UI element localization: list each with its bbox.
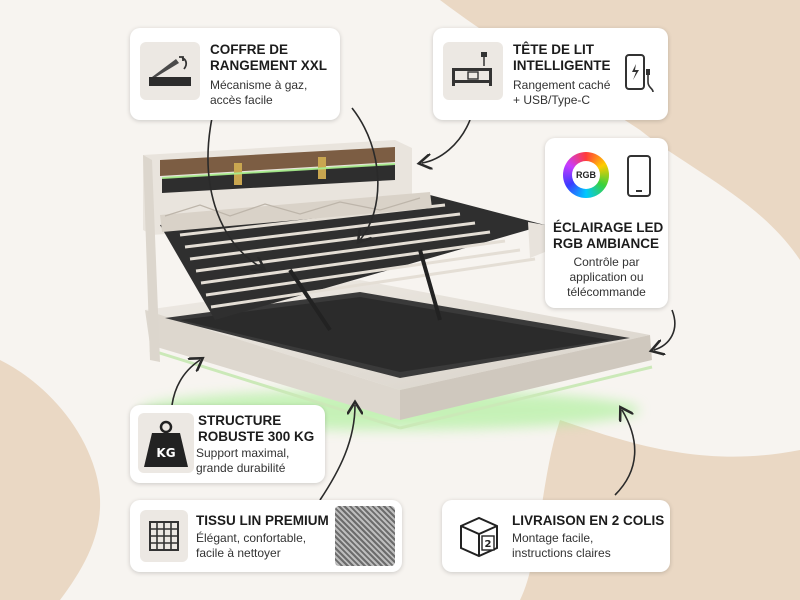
- box-number: 2: [485, 539, 492, 550]
- feature-title: COFFRE DE RANGEMENT XXL: [210, 42, 328, 73]
- feature-card-storage: COFFRE DE RANGEMENT XXL Mécanisme à gaz,…: [130, 28, 340, 120]
- feature-description: Élégant, confortable, facile à nettoyer: [196, 531, 307, 560]
- feature-description: Support maximal, grande durabilité: [196, 446, 290, 475]
- feature-description: Montage facile, instructions claires: [512, 531, 611, 560]
- feature-title: ÉCLAIRAGE LED RGB AMBIANCE: [553, 220, 664, 251]
- background-blob: [0, 360, 101, 600]
- feature-card-fabric: TISSU LIN PREMIUM Élégant, confortable, …: [130, 500, 402, 572]
- callout-arrows: [171, 107, 676, 501]
- shelf-usb-icon: [443, 42, 503, 100]
- lift-storage-icon: [140, 42, 200, 100]
- bed-base: [145, 280, 653, 430]
- feature-title: TÊTE DE LIT INTELLIGENTE: [513, 42, 611, 73]
- rgb-color-wheel-icon: RGB: [563, 152, 609, 198]
- linen-swatch-icon: [335, 506, 395, 566]
- feature-description: Rangement caché + USB/Type-C: [513, 78, 611, 107]
- feature-card-led: RGB ÉCLAIRAGE LED RGB AMBIANCE Contrôle …: [545, 138, 668, 308]
- feature-title: TISSU LIN PREMIUM: [196, 513, 329, 528]
- package-box-icon: 2: [452, 508, 506, 564]
- feature-card-structure: KG STRUCTURE ROBUSTE 300 KG Support maxi…: [130, 405, 325, 483]
- smartphone-icon: [627, 155, 651, 197]
- rgb-label: RGB: [572, 161, 600, 189]
- feature-description: Mécanisme à gaz, accès facile: [210, 78, 308, 107]
- fabric-texture-icon: [140, 510, 188, 562]
- feature-card-headboard: TÊTE DE LIT INTELLIGENTE Rangement caché…: [433, 28, 668, 120]
- weight-kg-icon: KG: [138, 413, 194, 473]
- feature-title: STRUCTURE ROBUSTE 300 KG: [198, 413, 315, 444]
- feature-card-delivery: 2 LIVRAISON EN 2 COLIS Montage facile, i…: [442, 500, 670, 572]
- phone-charging-icon: [625, 54, 654, 93]
- weight-label: KG: [156, 446, 175, 460]
- lifted-platform: [160, 192, 545, 332]
- background-blob: [440, 0, 800, 260]
- feature-title: LIVRAISON EN 2 COLIS: [512, 513, 665, 528]
- feature-description: Contrôle par application ou télécommande: [567, 255, 646, 299]
